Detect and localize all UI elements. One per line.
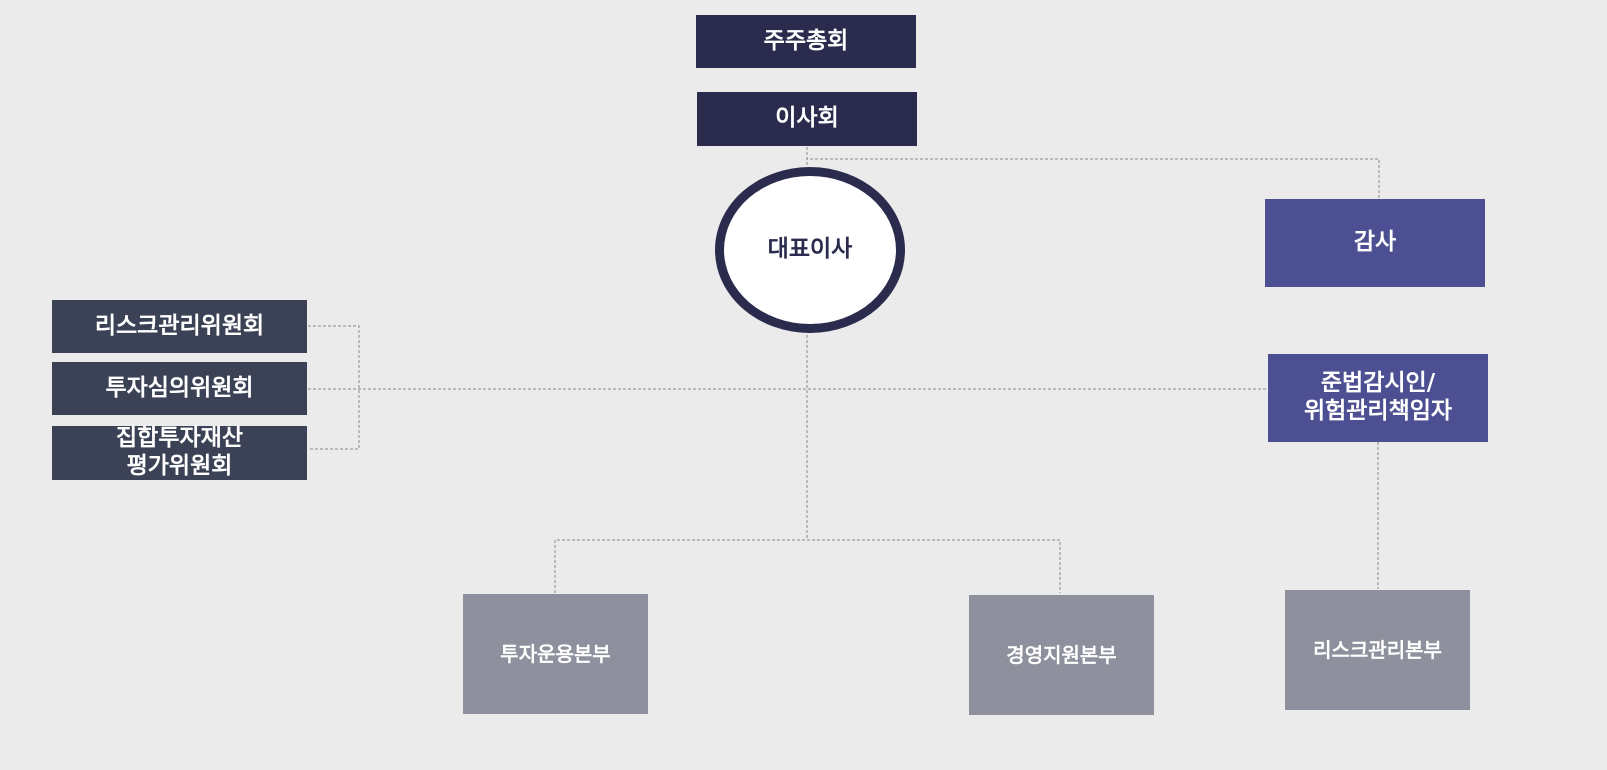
risk-management-division-label: 리스크관리본부	[1313, 638, 1442, 662]
investment-committee-label: 투자심의위원회	[105, 374, 254, 401]
risk-management-division-box: 리스크관리본부	[1285, 590, 1470, 710]
compliance-officer-label: 준법감시인/ 위험관리책임자	[1303, 370, 1453, 424]
divisions-connector	[554, 539, 1061, 593]
board-of-directors-label: 이사회	[775, 105, 839, 132]
valuation-committee-label: 집합투자재산 평가위원회	[116, 425, 243, 479]
investment-committee-box: 투자심의위원회	[52, 362, 307, 415]
board-of-directors-box: 이사회	[697, 92, 917, 146]
management-support-division-box: 경영지원본부	[969, 595, 1154, 715]
risk-committee-box: 리스크관리위원회	[52, 300, 307, 353]
risk-committee-label: 리스크관리위원회	[94, 312, 265, 339]
committee-bracket	[308, 325, 360, 450]
investment-division-label: 투자운용본부	[500, 642, 611, 666]
compliance-officer-box: 준법감시인/ 위험관리책임자	[1268, 354, 1488, 442]
shareholders-meeting-label: 주주총회	[763, 27, 849, 54]
management-support-division-label: 경영지원본부	[1006, 643, 1117, 667]
board-audit-connector	[806, 147, 1380, 199]
audit-label: 감사	[1353, 229, 1397, 256]
ceo-ellipse: 대표이사	[715, 167, 905, 333]
ceo-label: 대표이사	[767, 236, 853, 263]
audit-box: 감사	[1265, 199, 1485, 287]
valuation-committee-box: 집합투자재산 평가위원회	[52, 425, 307, 480]
investment-division-box: 투자운용본부	[463, 594, 648, 714]
shareholders-meeting-box: 주주총회	[696, 15, 916, 68]
